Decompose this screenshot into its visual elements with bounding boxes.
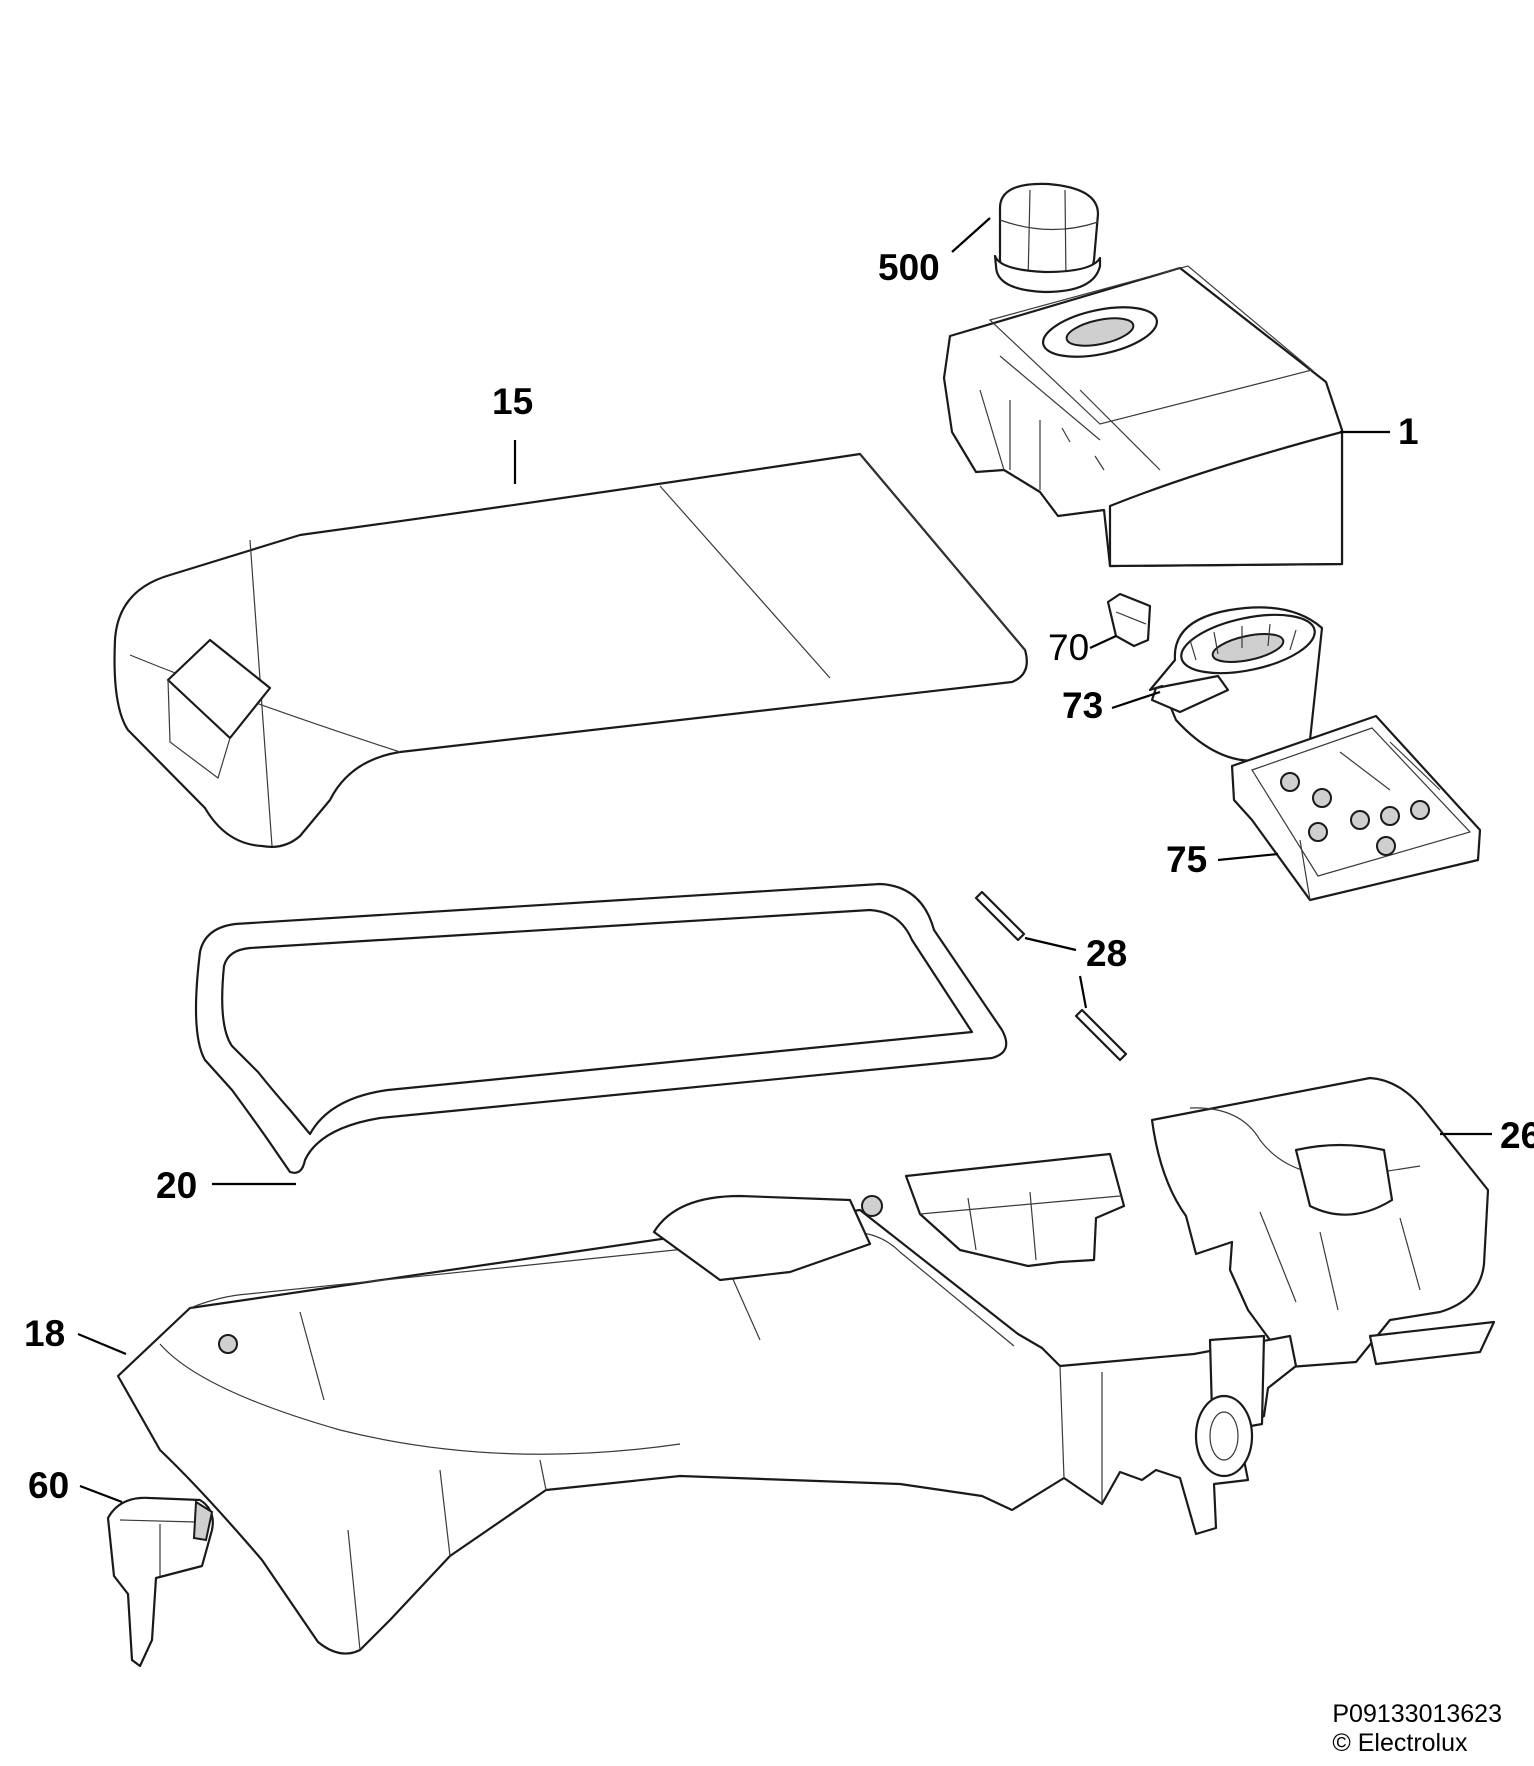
label-60: 60 bbox=[28, 1465, 69, 1506]
part-75-control-block[interactable] bbox=[1230, 714, 1482, 902]
copyright-notice: © Electrolux bbox=[1332, 1729, 1468, 1757]
part-500-knob[interactable] bbox=[993, 182, 1102, 294]
part-60-clip-bracket[interactable] bbox=[106, 1496, 214, 1668]
part-20-gasket[interactable] bbox=[194, 882, 1008, 1174]
part-18-base[interactable] bbox=[116, 1152, 1298, 1655]
part-15-lid[interactable] bbox=[113, 452, 1028, 848]
label-20: 20 bbox=[156, 1165, 197, 1206]
part-labels: 500 1 15 70 73 75 28 26 20 18 60 bbox=[24, 247, 1534, 1506]
part-73-gear-lever[interactable] bbox=[1148, 604, 1324, 762]
label-1: 1 bbox=[1398, 411, 1419, 452]
label-26: 26 bbox=[1500, 1115, 1534, 1156]
label-15: 15 bbox=[492, 381, 533, 422]
label-73: 73 bbox=[1062, 685, 1103, 726]
leader-lines bbox=[77, 217, 1492, 1504]
diagram-code: P09133013623 bbox=[1332, 1700, 1502, 1728]
label-500: 500 bbox=[878, 247, 940, 288]
label-28: 28 bbox=[1086, 933, 1127, 974]
label-18: 18 bbox=[24, 1313, 65, 1354]
footer: P09133013623 © Electrolux bbox=[1332, 1700, 1502, 1758]
label-75: 75 bbox=[1166, 839, 1207, 880]
part-26-dispenser[interactable] bbox=[1150, 1076, 1496, 1370]
part-28-pins[interactable] bbox=[974, 890, 1128, 1062]
label-70: 70 bbox=[1048, 627, 1089, 668]
part-1-cover[interactable] bbox=[942, 265, 1344, 568]
part-70-clip[interactable] bbox=[1106, 592, 1152, 648]
